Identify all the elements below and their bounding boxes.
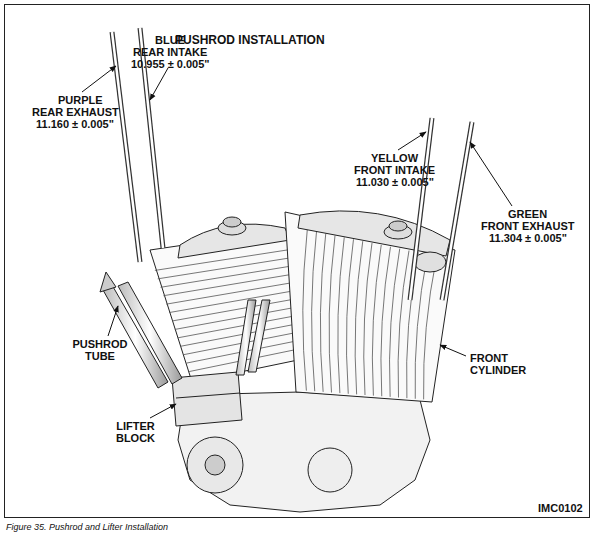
part-label: YELLOW (371, 152, 418, 164)
figure-frame (5, 5, 590, 518)
lifter-block (172, 372, 242, 426)
cam-cover (187, 437, 243, 493)
part-label: PURPLE (58, 94, 103, 106)
part-label: FRONT EXHAUST (481, 220, 575, 232)
leader-lines (82, 66, 512, 418)
dimension: 11.304 ± 0.005" (489, 232, 567, 244)
part-label: REAR EXHAUST (32, 106, 119, 118)
front-rocker-box (298, 211, 450, 256)
front-intake-pushrod (410, 118, 432, 300)
part-label: LIFTER BLOCK (108, 420, 163, 444)
engine (100, 28, 472, 512)
part-label: PUSHROD TUBE (70, 338, 130, 362)
part-label: REAR INTAKE (133, 46, 207, 58)
part-label: GREEN (508, 208, 547, 220)
dimension: 11.160 ± 0.005" (36, 118, 114, 130)
figure-caption: Figure 35. Pushrod and Lifter Installati… (6, 521, 168, 533)
front-exhaust-pushrod (442, 122, 472, 300)
part-label: FRONT CYLINDER (470, 352, 540, 376)
figure-code: IMC0102 (538, 502, 583, 514)
dimension: 10.955 ± 0.005" (131, 58, 210, 70)
part-label: FRONT INTAKE (354, 164, 435, 176)
pushrod-tube (118, 282, 182, 384)
part-label: BLUE (155, 34, 185, 46)
dimension: 11.030 ± 0.005" (356, 176, 434, 188)
figure-title: PUSHROD INSTALLATION (175, 34, 325, 46)
